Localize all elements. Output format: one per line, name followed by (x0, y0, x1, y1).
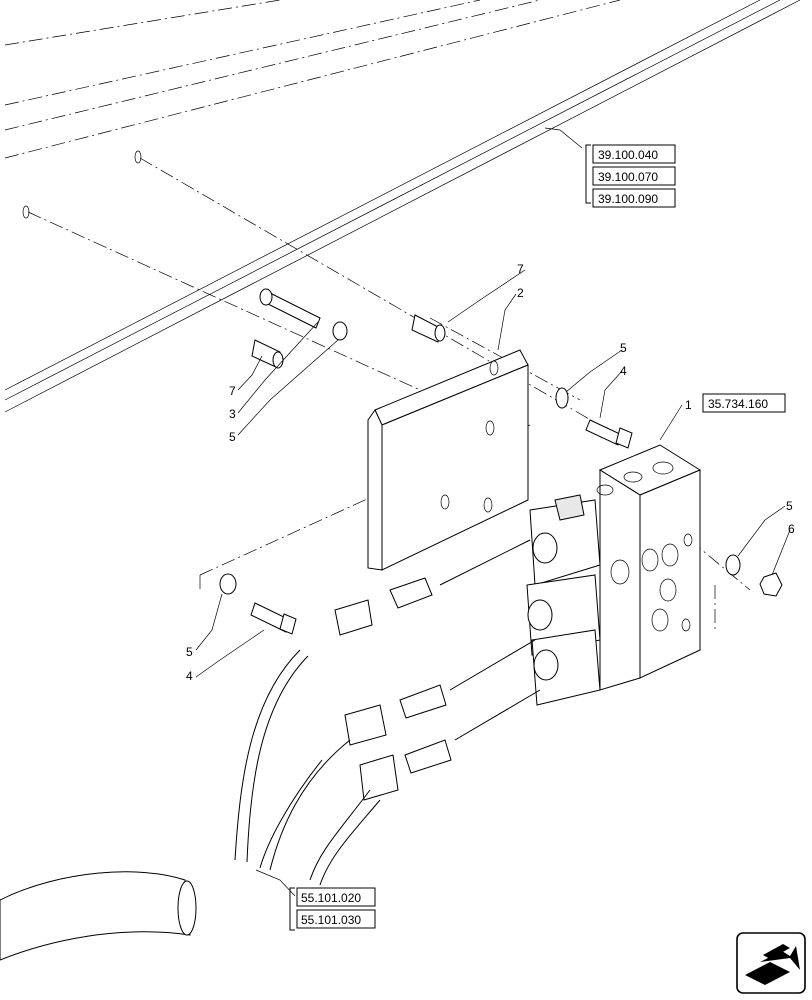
callout-5-lower: 5 (186, 645, 193, 659)
ref-harness-2[interactable]: 55.101.030 (301, 913, 361, 927)
reference-frame-top[interactable]: 39.100.040 39.100.070 39.100.090 (585, 144, 676, 208)
bolt-part-4-lower (250, 602, 297, 635)
callout-labels: 1 2 3 4 4 5 5 5 5 6 7 7 (186, 262, 795, 683)
fasteners (219, 288, 783, 635)
wire-connectors (334, 539, 541, 801)
callout-5-upper-right: 5 (620, 341, 627, 355)
callout-5-far-right: 5 (786, 499, 793, 513)
spacer-part-7-left (251, 339, 284, 369)
ref-frame-top-2[interactable]: 39.100.070 (598, 170, 658, 184)
valve-block (596, 444, 702, 691)
washer-part-5-right (725, 554, 741, 576)
callout-7-right: 7 (517, 262, 524, 276)
ref-valve[interactable]: 35.734.160 (708, 397, 768, 411)
callout-4-lower: 4 (186, 669, 193, 683)
spacer-part-7-right (411, 314, 446, 343)
callout-7-left: 7 (229, 384, 236, 398)
washer-part-5-upper (332, 321, 348, 341)
wire-harness (0, 649, 381, 961)
bolt-part-4-upper (585, 419, 633, 449)
mounting-bracket (367, 349, 529, 571)
frame-rails (4, 0, 801, 413)
next-page-arrow-icon[interactable] (736, 932, 806, 994)
leader-lines (195, 127, 791, 897)
callout-1: 1 (685, 398, 692, 412)
ref-harness-1[interactable]: 55.101.020 (301, 891, 361, 905)
callout-6: 6 (788, 522, 795, 536)
callout-4-upper: 4 (620, 364, 627, 378)
ref-frame-top-1[interactable]: 39.100.040 (598, 148, 658, 162)
callout-2: 2 (517, 286, 524, 300)
callout-5-left: 5 (229, 430, 236, 444)
reference-valve[interactable]: 35.734.160 (702, 393, 786, 413)
reference-harness[interactable]: 55.101.020 55.101.030 (289, 887, 376, 931)
ref-frame-top-3[interactable]: 39.100.090 (598, 192, 658, 206)
callout-3: 3 (229, 407, 236, 421)
solenoid-coils (526, 494, 601, 706)
nut-part-6 (759, 572, 783, 597)
washer-part-5-lower (219, 573, 237, 595)
washer-part-5-mid (555, 387, 569, 409)
bolt-part-3 (259, 288, 321, 329)
